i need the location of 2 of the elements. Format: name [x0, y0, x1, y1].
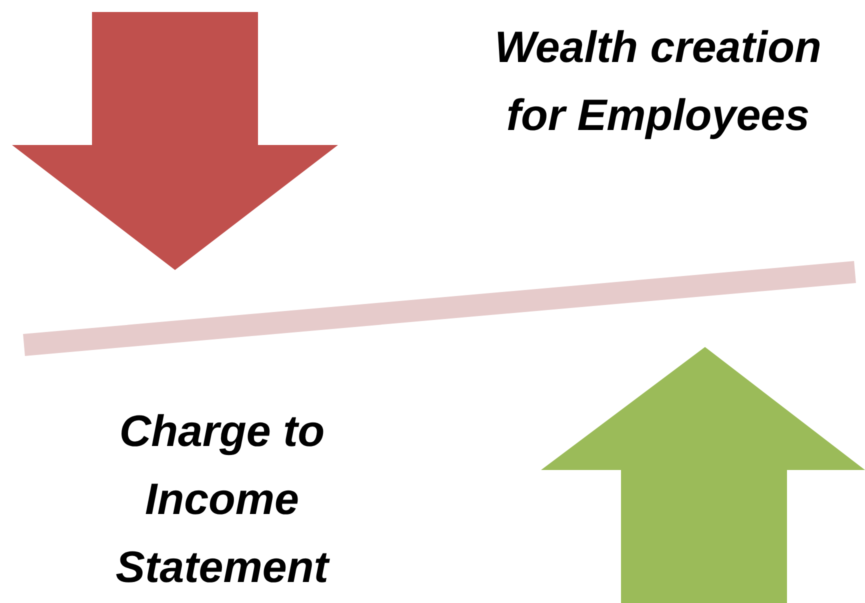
text-label: Charge to Income Statement: [114, 406, 331, 594]
text-label: Wealth creation for Employees: [494, 22, 822, 142]
